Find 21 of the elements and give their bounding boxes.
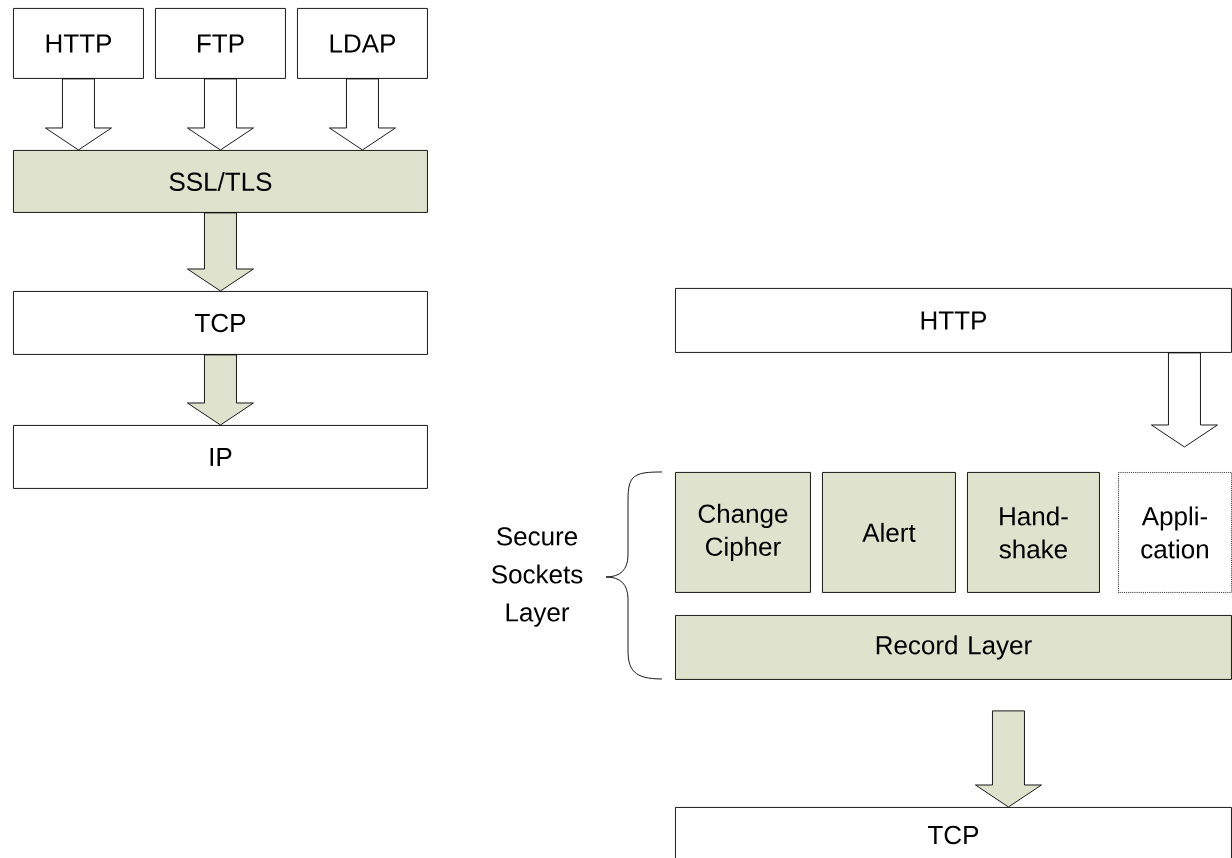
protocol-box: LDAP <box>297 7 428 79</box>
layer-box: TCP <box>13 291 428 355</box>
layer-box: SSL/TLS <box>13 150 428 213</box>
protocol-box: HTTP <box>13 7 144 79</box>
block-arrow <box>187 78 254 151</box>
protocol-box: Hand-shake <box>967 472 1100 593</box>
protocol-box: FTP <box>155 7 286 79</box>
layer-box: Record Layer <box>675 615 1232 680</box>
protocol-box: Appli-cation <box>1118 472 1232 593</box>
block-arrow <box>45 78 112 151</box>
protocol-box: Change Cipher <box>675 472 811 593</box>
layer-box: TCP <box>675 807 1232 858</box>
block-arrow <box>187 212 254 292</box>
brace-label: Secure Sockets Layer <box>491 527 583 627</box>
block-arrow <box>187 354 254 426</box>
layer-box: IP <box>13 425 428 489</box>
layer-box: HTTP <box>675 288 1232 353</box>
block-arrow <box>329 78 396 151</box>
block-arrow <box>975 710 1042 808</box>
block-arrow <box>1151 352 1218 448</box>
protocol-box: Alert <box>822 472 956 593</box>
